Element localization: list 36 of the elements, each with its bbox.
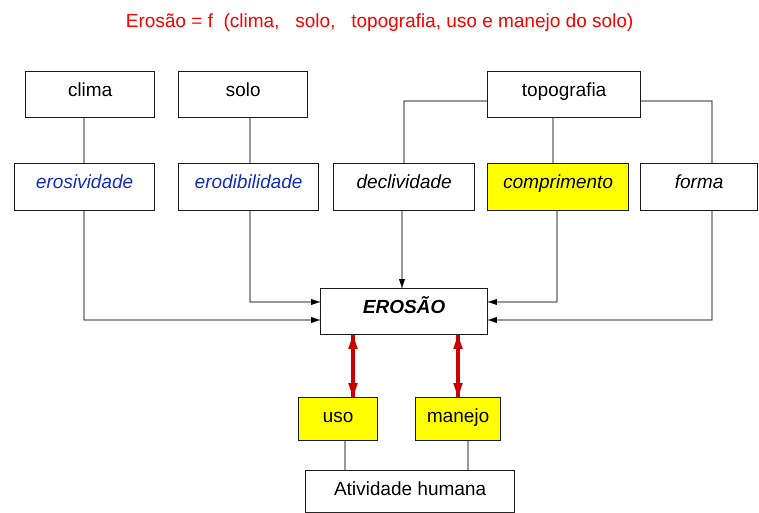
factor-box xyxy=(178,163,319,211)
factor-box xyxy=(415,397,501,441)
process-box xyxy=(305,470,515,513)
node-label: manejo xyxy=(426,407,490,426)
factor-box xyxy=(487,71,641,118)
process-box xyxy=(25,71,155,118)
arrow xyxy=(488,210,712,324)
connector-line xyxy=(404,100,488,164)
node-label: topografia xyxy=(522,81,606,100)
factor-box xyxy=(298,397,378,441)
double-arrow xyxy=(453,335,463,397)
double-arrow xyxy=(348,335,358,397)
node-label: forma xyxy=(674,173,724,192)
node-label: comprimento xyxy=(503,173,613,192)
node-label: EROSÃO xyxy=(362,298,446,317)
factor-box xyxy=(487,163,629,211)
node-label: uso xyxy=(322,407,354,426)
arrow xyxy=(488,210,558,306)
connector-line xyxy=(640,100,712,164)
arrow xyxy=(84,210,320,324)
node-label: declividade xyxy=(356,173,452,192)
node-label: erosividade xyxy=(36,173,134,192)
arrow xyxy=(250,210,320,306)
connector-line xyxy=(344,440,346,470)
factor-box xyxy=(14,163,155,211)
node-label: Atividade humana xyxy=(334,480,486,499)
result-box xyxy=(320,288,488,335)
node-label: solo xyxy=(226,81,260,100)
factor-box xyxy=(178,71,308,118)
factor-box xyxy=(333,163,475,211)
connector-line xyxy=(552,118,554,164)
arrow xyxy=(398,210,406,288)
node-label: clima xyxy=(68,81,112,100)
title: Erosão = f (clima, solo, topografia, uso e manejo do solo) xyxy=(124,11,634,33)
factor-box xyxy=(640,163,758,211)
node-label: erodibilidade xyxy=(194,173,302,192)
